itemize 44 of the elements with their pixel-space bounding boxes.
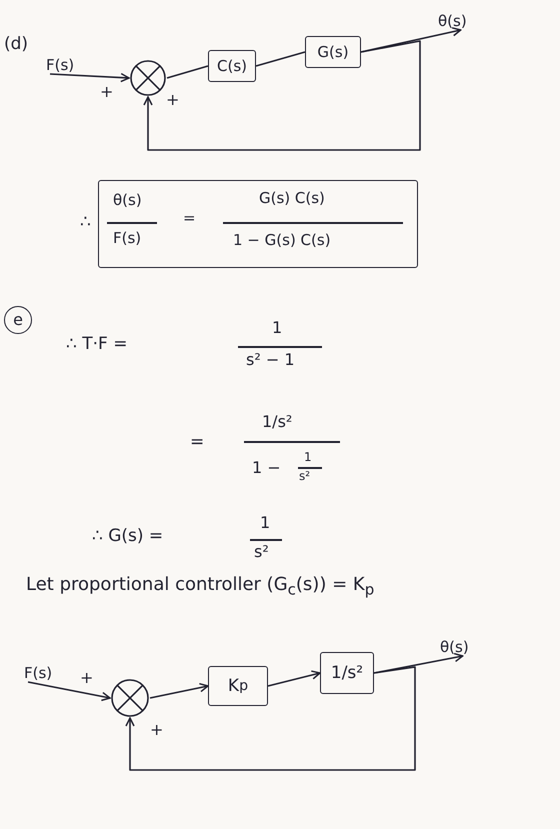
equals-sign: = (183, 209, 196, 227)
note-text: Let proportional controller (G$_{c}$(s)) = K$_{p}$ (26, 574, 374, 599)
fraction-denominator: s² (254, 542, 269, 562)
fraction-numerator: 1 (304, 450, 312, 464)
signal-arrow (150, 682, 209, 699)
equals-sign: = (190, 432, 204, 452)
sign-label: + (80, 668, 94, 688)
signal-label: θ(s) (440, 638, 469, 656)
equation-text: ∴ T·F = (66, 334, 128, 354)
fraction-denominator: 1 − G(s) C(s) (233, 231, 331, 249)
sign-label: + (150, 720, 164, 740)
circled-part-letter: e (4, 306, 32, 334)
fraction-denominator: s² (299, 469, 310, 484)
signal-line (166, 65, 208, 79)
equation-text: ∴ G(s) = (92, 526, 164, 546)
therefore-symbol: ∴ (80, 212, 91, 232)
fraction-numerator: 1 (260, 513, 270, 532)
summing-junction (129, 59, 167, 97)
sign-label: + (100, 82, 114, 102)
part-letter: (d) (4, 34, 28, 54)
signal-arrow (268, 670, 321, 687)
fraction-denominator: 1 − (252, 458, 281, 478)
signal-line (256, 51, 306, 67)
signal-label: F(s) (24, 664, 52, 682)
fraction-numerator: 1 (272, 318, 282, 338)
signal-arrow (28, 681, 111, 702)
feedback-arrow (125, 666, 416, 771)
fraction-numerator: 1/s² (262, 412, 292, 432)
summing-junction (110, 678, 150, 718)
sign-label: + (166, 90, 180, 110)
signal-label: θ(s) (438, 12, 467, 30)
signal-label: F(s) (46, 56, 74, 74)
fraction-numerator: θ(s) (113, 191, 142, 209)
feedback-arrow (143, 40, 421, 151)
transfer-function-block: 1/s² (320, 652, 374, 694)
transfer-function-block: G(s) (305, 36, 361, 68)
fraction-denominator: F(s) (113, 229, 142, 247)
signal-arrow (360, 27, 462, 53)
signal-arrow (374, 652, 464, 674)
transfer-function-block: C(s) (208, 50, 256, 82)
equation-box (98, 180, 418, 268)
signal-arrow (50, 72, 130, 82)
fraction-numerator: G(s) C(s) (259, 189, 325, 207)
fraction-denominator: s² − 1 (246, 350, 295, 370)
